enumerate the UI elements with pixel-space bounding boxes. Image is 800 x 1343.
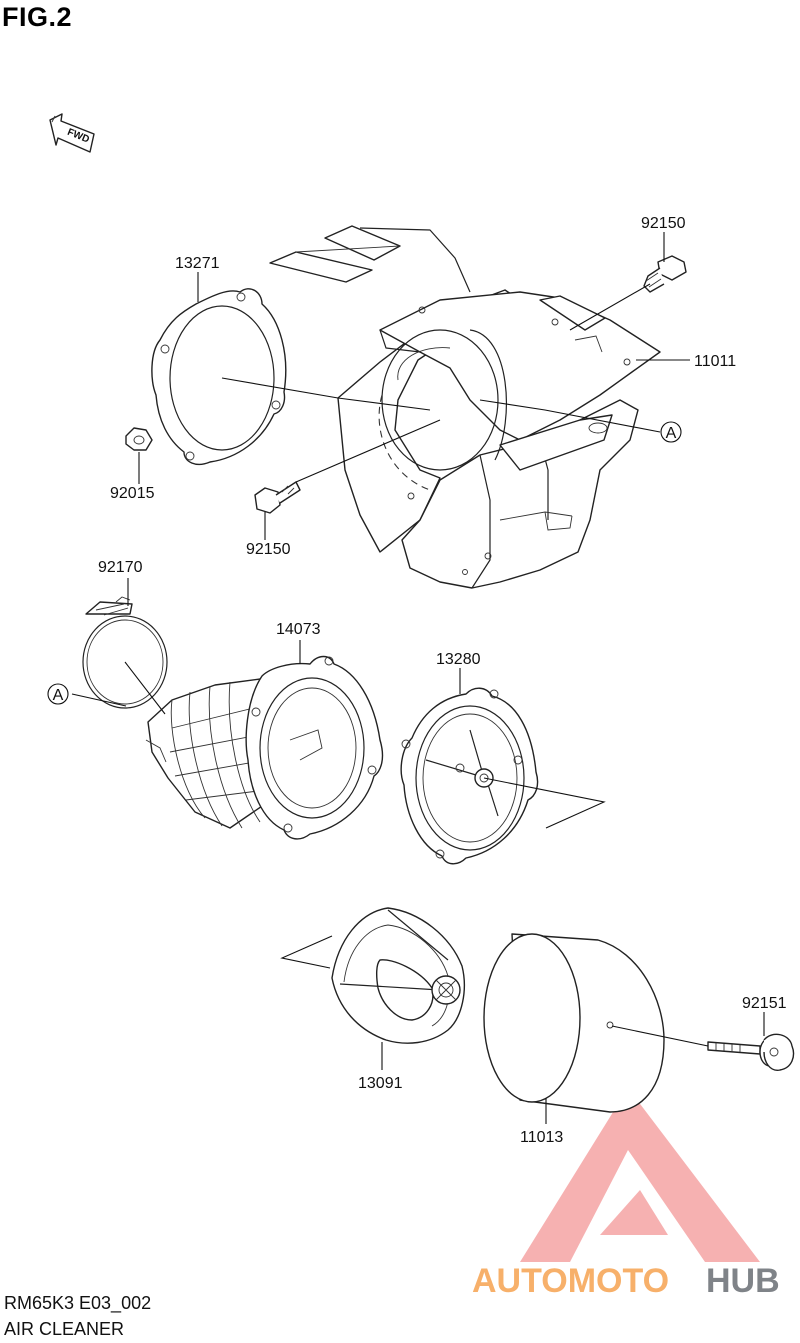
part-filter-element-11013 — [483, 933, 665, 1113]
part-air-box-11011 — [269, 225, 661, 589]
part-label-14073: 14073 — [276, 621, 321, 638]
part-label-92151: 92151 — [742, 995, 787, 1012]
watermark-triangle-icon — [520, 1088, 760, 1262]
figure-code: RM65K3 E03_002 — [4, 1293, 152, 1313]
part-label-92150-upper: 92150 — [641, 215, 686, 232]
watermark-inner-triangle-icon — [600, 1190, 668, 1235]
part-wing-bolt-92151 — [707, 1033, 795, 1071]
part-label-11011: 11011 — [694, 353, 736, 370]
part-filter-frame-13091 — [331, 907, 465, 1044]
watermark-logo: AUTOMOTO HUB — [472, 1088, 780, 1300]
part-bolt-92150-lower — [254, 481, 301, 514]
part-bolt-92150-upper — [643, 255, 687, 293]
figure-name: AIR CLEANER — [4, 1319, 125, 1339]
watermark-text-automoto: AUTOMOTO — [472, 1262, 669, 1300]
part-clamp-92170 — [82, 596, 168, 709]
svg-text:A: A — [53, 687, 64, 704]
reference-mark-a-lower: A — [47, 683, 69, 705]
reference-mark-a-upper: A — [660, 421, 682, 443]
part-label-92150-lower: 92150 — [246, 541, 291, 558]
part-label-92170: 92170 — [98, 559, 143, 576]
part-filter-cage-13280 — [400, 687, 539, 865]
part-label-13091: 13091 — [358, 1075, 403, 1092]
part-intake-duct-14073 — [145, 655, 384, 840]
part-label-92015: 92015 — [110, 485, 155, 502]
part-label-13271: 13271 — [175, 255, 220, 272]
watermark-text-hub: HUB — [706, 1262, 780, 1300]
part-label-11013: 11013 — [520, 1129, 563, 1146]
part-gasket-13271 — [151, 288, 287, 466]
part-nut-92015 — [125, 427, 153, 451]
figure-title: FIG.2 — [2, 2, 73, 32]
part-label-13280: 13280 — [436, 651, 481, 668]
fwd-direction-arrow: FWD — [49, 113, 95, 153]
svg-text:A: A — [666, 425, 677, 442]
leader-lines — [71, 232, 765, 1124]
